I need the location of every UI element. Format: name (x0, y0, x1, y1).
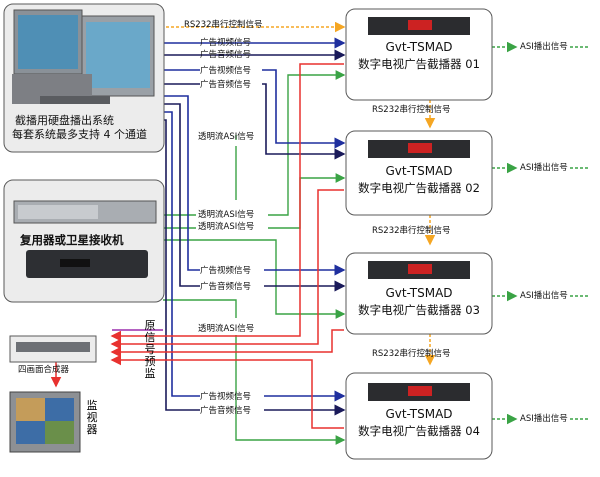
playout-system-line1: 截播用硬盘播出系统 (15, 114, 114, 127)
rs232-label-3: RS232串行控制信号 (372, 349, 451, 359)
asi-transparent-label-2: 透明流ASI信号 (198, 210, 255, 220)
playout-system-line2: 每套系统最多支持 4 个通道 (12, 128, 147, 141)
encoder-01-model: Gvt-TSMAD (385, 40, 453, 54)
quad-combiner-label: 四画面合成器 (18, 365, 70, 375)
asi-transparent-label-1: 透明流ASI信号 (198, 132, 255, 142)
asi-transparent-label-3: 透明流ASI信号 (198, 222, 255, 232)
ad-audio-label-3: 广告音频信号 (200, 282, 252, 292)
ad-audio-label-4: 广告音频信号 (200, 406, 252, 416)
ad-audio-label-2: 广告音频信号 (200, 80, 252, 90)
asi-out-label-1: ASI播出信号 (520, 42, 568, 52)
rs232-label-2: RS232串行控制信号 (372, 226, 451, 236)
encoder-04-name: 数字电视广告截播器 04 (358, 424, 480, 438)
monitor-art (9, 391, 81, 453)
encoder-03-model: Gvt-TSMAD (385, 286, 453, 300)
asi-transparent-label-4: 透明流ASI信号 (198, 324, 255, 334)
encoder-01-name: 数字电视广告截播器 01 (358, 57, 480, 71)
rs232-label-1: RS232串行控制信号 (372, 105, 451, 115)
asi-out-label-3: ASI播出信号 (520, 291, 568, 301)
encoder-02-model: Gvt-TSMAD (385, 164, 453, 178)
asi-out-label-4: ASI播出信号 (520, 414, 568, 424)
rs232-label-top: RS232串行控制信号 (184, 20, 263, 30)
encoder-rack-art (368, 17, 470, 401)
original-signal-label: 原信号 (144, 319, 156, 356)
receiver-art (3, 179, 165, 303)
ad-signal-lines (163, 37, 346, 416)
monitor-label: 监视器 (86, 399, 98, 436)
ad-audio-label-1: 广告音频信号 (200, 50, 252, 60)
encoder-04-model: Gvt-TSMAD (385, 407, 453, 421)
playout-system-art (3, 3, 165, 153)
preview-lines (50, 63, 344, 429)
asi-out-label-2: ASI播出信号 (520, 163, 568, 173)
rs232-lines (166, 21, 436, 366)
asi-output-lines (492, 41, 588, 425)
encoder-03-name: 数字电视广告截播器 03 (358, 303, 480, 317)
ad-video-label-4: 广告视频信号 (200, 392, 252, 402)
preview-label: 预监 (144, 355, 156, 380)
ad-video-label-3: 广告视频信号 (200, 266, 252, 276)
quad-combiner-art (9, 335, 97, 363)
ad-video-label-2: 广告视频信号 (200, 66, 252, 76)
ad-video-label-1: 广告视频信号 (200, 38, 252, 48)
receiver-label: 复用器或卫星接收机 (20, 233, 124, 247)
encoder-02-name: 数字电视广告截播器 02 (358, 181, 480, 195)
